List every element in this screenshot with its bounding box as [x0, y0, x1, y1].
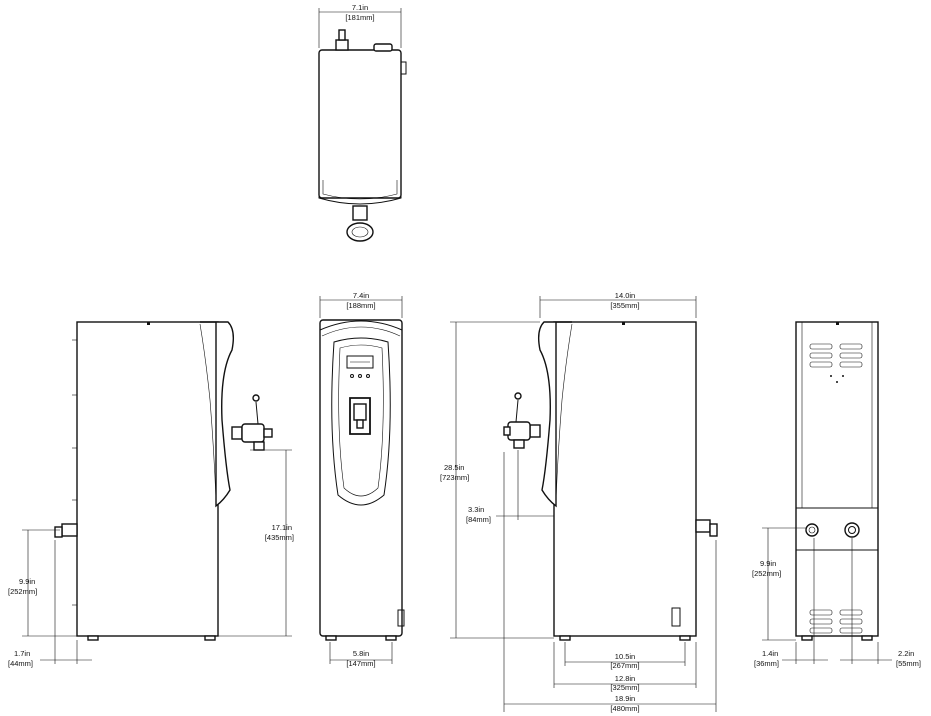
dim-front-width-mm: [188mm] [346, 301, 375, 310]
dim-overall-depth-b: 18.9in [480mm] [503, 452, 717, 713]
dim-top-width-mm: [181mm] [345, 13, 374, 22]
top-view [318, 29, 407, 242]
dim-base-depth-mm: [267mm] [610, 661, 639, 670]
dim-left-inlet-height: 9.9in [252mm] [8, 529, 77, 637]
front-view [319, 319, 405, 641]
left-side-view [54, 321, 273, 641]
dim-overall-depth-a: 12.8in [325mm] [553, 642, 697, 692]
dim-depth: 14.0in [355mm] [539, 291, 697, 318]
dim-depth-mm: [355mm] [610, 301, 639, 310]
dim-left-inlet-height-in: 9.9in [19, 577, 35, 586]
dim-faucet-height: 17.1in [435mm] [218, 449, 294, 637]
dim-overall-depth-a-in: 12.8in [615, 674, 635, 683]
dim-left-inlet-height-mm: [252mm] [8, 587, 37, 596]
dim-front-width: 7.4in [188mm] [319, 291, 403, 318]
dim-height-in: 28.5in [444, 463, 464, 472]
dim-top-width-in: 7.1in [352, 3, 368, 12]
dim-height: 28.5in [723mm] [440, 321, 554, 639]
dim-overall-depth-a-mm: [325mm] [610, 683, 639, 692]
dim-left-inlet-offset-mm: [44mm] [8, 659, 33, 668]
dim-front-base-in: 5.8in [353, 649, 369, 658]
dim-back-inlet-height-mm: [252mm] [752, 569, 781, 578]
dim-height-mm: [723mm] [440, 473, 469, 482]
dim-back-inlet-height: 9.9in [252mm] [752, 527, 806, 641]
dim-faucet-height-in: 17.1in [272, 523, 292, 532]
dim-overall-depth-b-in: 18.9in [615, 694, 635, 703]
dim-depth-in: 14.0in [615, 291, 635, 300]
dim-overall-depth-b-mm: [480mm] [610, 704, 639, 713]
dim-back-left-offset-mm: [36mm] [754, 659, 779, 668]
dim-front-base: 5.8in [147mm] [329, 642, 393, 668]
dim-back-left-offset-in: 1.4in [762, 649, 778, 658]
dim-back-right-offset-mm: [55mm] [896, 659, 921, 668]
dim-base-depth-in: 10.5in [615, 652, 635, 661]
dim-front-base-mm: [147mm] [346, 659, 375, 668]
dim-left-inlet-offset-in: 1.7in [14, 649, 30, 658]
right-side-view [503, 321, 718, 641]
dim-faucet-offset-in: 3.3in [468, 505, 484, 514]
dim-back-left-offset: 1.4in [36mm] [754, 538, 828, 668]
dim-faucet-offset-mm: [84mm] [466, 515, 491, 524]
dim-front-width-in: 7.4in [353, 291, 369, 300]
dim-top-width: 7.1in [181mm] [318, 3, 402, 48]
dim-faucet-height-mm: [435mm] [265, 533, 294, 542]
back-view [795, 321, 879, 641]
dim-base-depth: 10.5in [267mm] [564, 642, 686, 670]
dim-faucet-offset: 3.3in [84mm] [466, 450, 554, 524]
dim-back-inlet-height-in: 9.9in [760, 559, 776, 568]
dim-left-inlet-offset: 1.7in [44mm] [8, 540, 92, 668]
dim-back-right-offset-in: 2.2in [898, 649, 914, 658]
dim-back-right-offset: 2.2in [55mm] [840, 538, 921, 668]
